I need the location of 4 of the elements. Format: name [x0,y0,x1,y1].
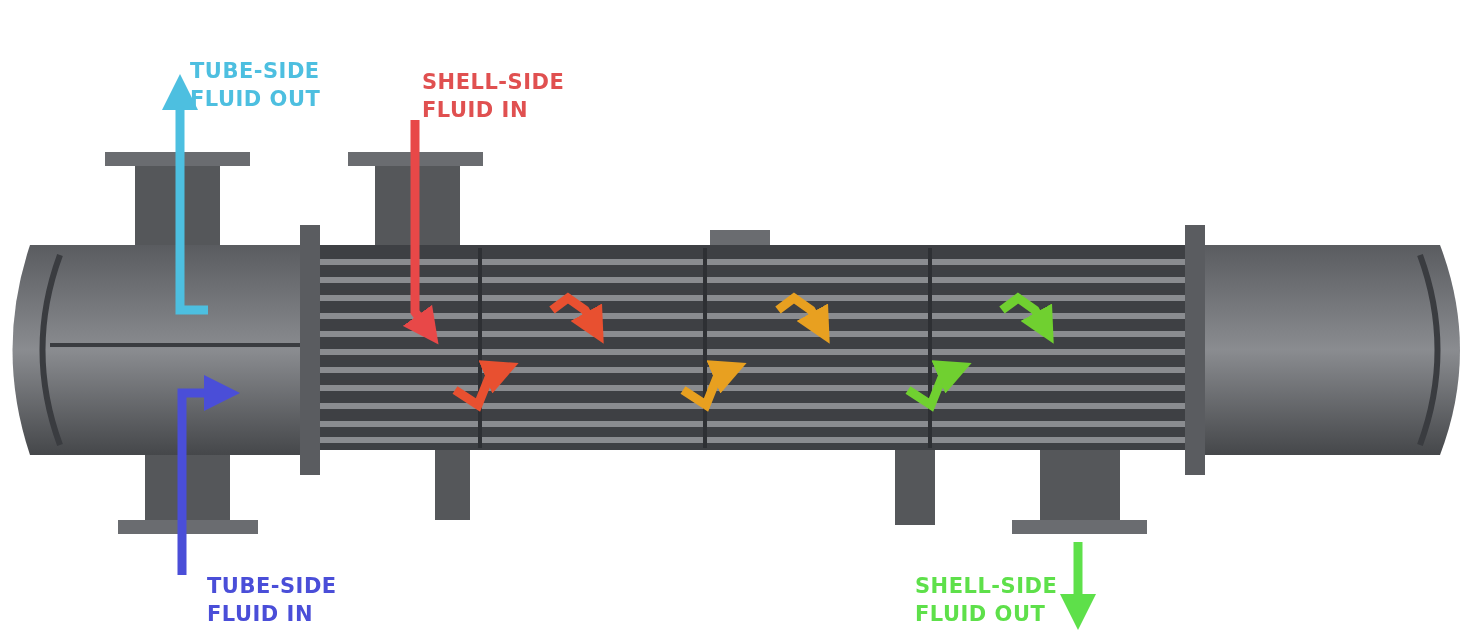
flow-label: TUBE-SIDE FLUID OUT [190,58,322,113]
flow-label: TUBE-SIDE FLUID IN [207,573,338,628]
flow-label: SHELL-SIDE FLUID OUT [915,573,1059,628]
flow-label: SHELL-SIDE FLUID IN [422,69,566,124]
